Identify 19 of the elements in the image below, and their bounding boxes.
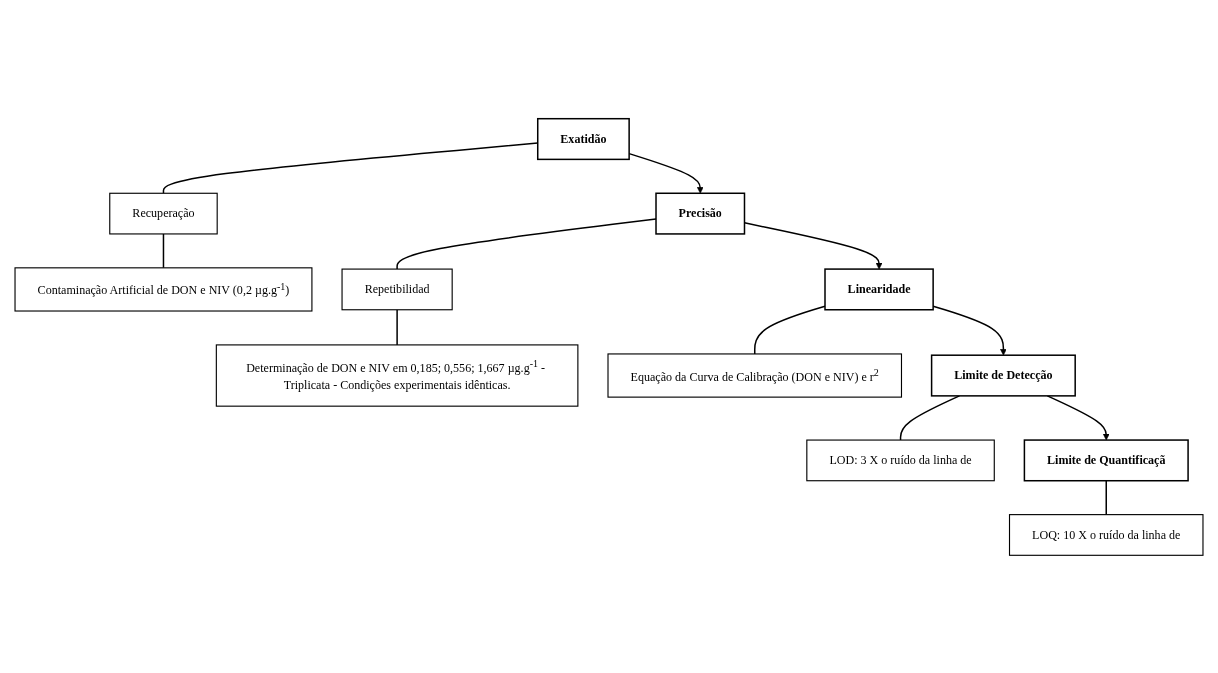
node-box: Linearidade [824, 267, 934, 310]
node-box: Equação da Curva de Calibração (DON e NIV) e r$^{2}$ [607, 352, 903, 398]
node-box: Repetibilidad [341, 268, 453, 310]
arrow [1046, 394, 1110, 440]
node-box: Limite de Quantificaçã [1023, 438, 1189, 481]
connector [1105, 479, 1107, 515]
connector [396, 217, 657, 270]
node-box: Determinação de DON e NIV em 0,185; 0,556; 1,667 µg.g$^{-1}$ - Triplicata - Condições experimentais idênticas. [215, 343, 579, 407]
node-box: Precisão [655, 192, 746, 235]
node-box: Recuperação [109, 192, 218, 234]
connector [396, 308, 398, 346]
node-box: Exatidão [537, 117, 630, 160]
connector [162, 232, 165, 269]
node-box: LOD: 3 X o ruído da linha de [806, 439, 995, 481]
node-box: Contaminação Artificial de DON e NIV (0,2 µg.g$^{-1}$) [14, 266, 313, 312]
node-box: Limite de Detecção [930, 353, 1076, 397]
connector [754, 304, 826, 355]
node-box: LOQ: 10 X o ruído da linha de [1008, 513, 1204, 556]
connector [899, 394, 961, 441]
